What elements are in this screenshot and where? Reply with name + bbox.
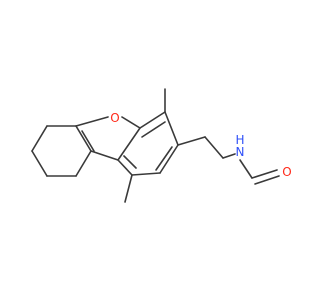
bond	[75, 125, 92, 152]
bond	[239, 159, 253, 179]
bond	[177, 136, 206, 146]
bond	[31, 150, 48, 177]
structure-diagram: O N H O	[31, 88, 292, 203]
bond	[31, 125, 48, 152]
molecule-canvas: O N H O	[31, 88, 292, 203]
bond	[117, 159, 133, 176]
methyl-bond-bottom	[124, 174, 133, 203]
bond	[121, 116, 141, 129]
bond	[123, 155, 137, 169]
bond	[141, 121, 166, 138]
bond	[139, 111, 166, 129]
hydrogen-amide-label: H	[235, 133, 244, 147]
bond	[155, 146, 173, 171]
bond	[159, 144, 179, 174]
bond	[90, 150, 119, 161]
bond	[204, 136, 224, 159]
bond	[75, 150, 92, 177]
bond	[75, 116, 109, 127]
bond	[164, 111, 179, 146]
bond	[222, 153, 236, 159]
bond	[251, 169, 278, 179]
bond	[131, 172, 161, 176]
oxygen-carbonyl-label: O	[282, 165, 291, 179]
bond	[254, 175, 280, 185]
bond	[117, 127, 141, 161]
nitrogen-amide-label: N	[236, 145, 245, 159]
oxygen-furan-label: O	[110, 111, 119, 125]
bond	[81, 130, 95, 152]
